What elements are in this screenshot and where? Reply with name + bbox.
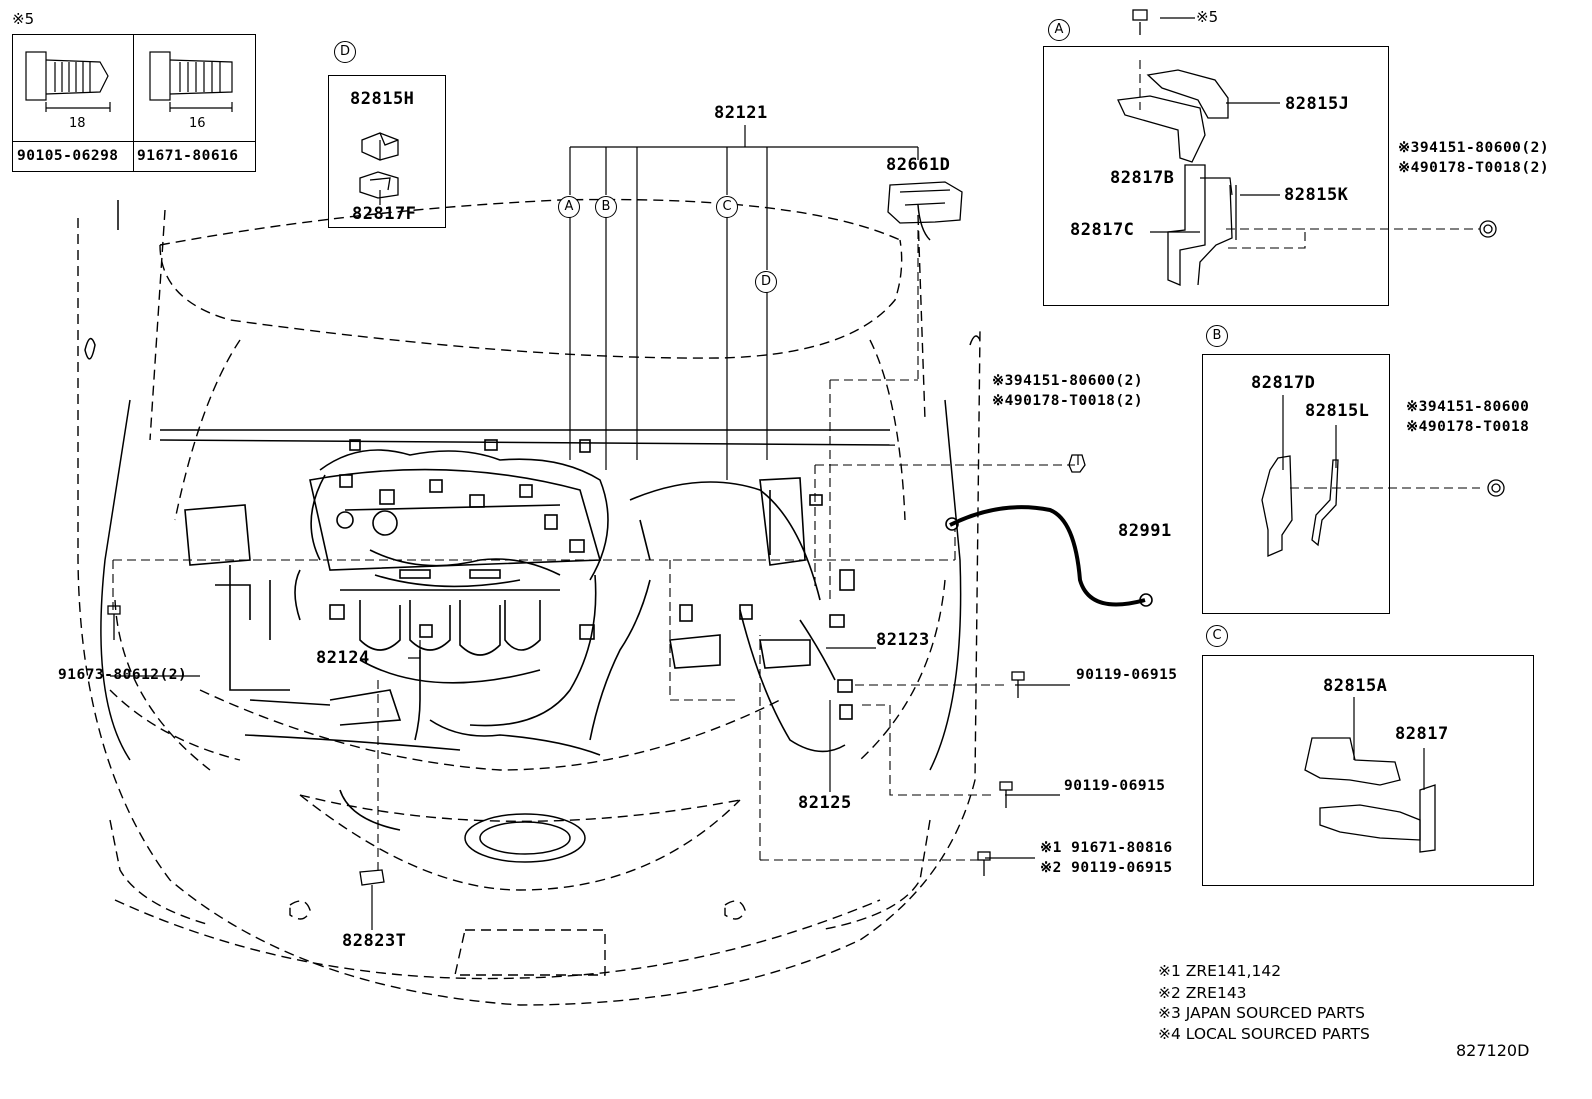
fastener-mark: ※5 (12, 10, 35, 28)
label-82823T: 82823T (342, 931, 407, 951)
engine-bay-detail (184, 439, 1153, 831)
label-82125: 82125 (798, 793, 852, 813)
label-left-bolt: 91673-80612(2) (58, 667, 188, 683)
callout-d: D (755, 271, 777, 293)
detail-a-note-2: ※490178-T0018(2) (1398, 160, 1550, 176)
label-82815A: 82815A (1323, 676, 1388, 696)
label-82121: 82121 (714, 103, 768, 123)
detail-a-box (1043, 46, 1389, 306)
label-82815K: 82815K (1284, 185, 1349, 205)
bottom-bolt-note-2: ※2 90119-06915 (1040, 860, 1173, 876)
label-82661D: 82661D (886, 155, 951, 175)
label-82817F: 82817F (352, 204, 417, 224)
bolt-sketches (107, 454, 1086, 886)
bottom-bolt-note-1: ※1 91671-80816 (1040, 840, 1173, 856)
dim-label-1: 18 (69, 116, 86, 131)
label-82817D: 82817D (1251, 373, 1316, 393)
label-bolt-2: 90119-06915 (1064, 778, 1166, 794)
footnote-2: ※2 ZRE143 (1158, 984, 1247, 1002)
callout-c-detail: C (1206, 625, 1228, 647)
label-82991: 82991 (1118, 521, 1172, 541)
callout-b-detail: B (1206, 325, 1228, 347)
footnote-3: ※3 JAPAN SOURCED PARTS (1158, 1004, 1365, 1022)
table-row-divider (13, 141, 255, 142)
label-82817C: 82817C (1070, 220, 1135, 240)
diagram-id: 827120D (1456, 1041, 1530, 1060)
label-82123: 82123 (876, 630, 930, 650)
harness-leaders (569, 125, 919, 480)
detail-b-note-1: ※394151-80600 (1406, 399, 1530, 415)
label-82815L: 82815L (1305, 401, 1370, 421)
label-82817B: 82817B (1110, 168, 1175, 188)
footnote-1: ※1 ZRE141,142 (1158, 962, 1282, 980)
callout-a: A (558, 196, 580, 218)
detail-c-box (1202, 655, 1534, 886)
table-divider (133, 35, 134, 171)
detail-a-mark: ※5 (1196, 8, 1219, 26)
bracket-sketch-a (1117, 9, 1497, 286)
car-body-outline (77, 198, 981, 1006)
fastener-part-1: 90105-06298 (17, 148, 119, 164)
label-82817: 82817 (1395, 724, 1449, 744)
mid-note-1: ※394151-80600(2) (992, 373, 1144, 389)
dim-label-2: 16 (189, 116, 206, 131)
car-body-solid (84, 200, 981, 863)
mid-note-2: ※490178-T0018(2) (992, 393, 1144, 409)
detail-d-box (328, 75, 446, 228)
dashed-leaders (112, 60, 1480, 870)
detail-a-note-1: ※394151-80600(2) (1398, 140, 1550, 156)
bracket-sketch-b (1261, 455, 1505, 557)
bracket-sketch-c (1304, 737, 1436, 853)
callout-b: B (595, 196, 617, 218)
callout-c: C (716, 196, 738, 218)
detail-b-box (1202, 354, 1390, 614)
detail-b-note-2: ※490178-T0018 (1406, 419, 1530, 435)
fastener-part-2: 91671-80616 (137, 148, 239, 164)
label-bolt-1: 90119-06915 (1076, 667, 1178, 683)
fastener-table: 18 16 90105-06298 91671-80616 (12, 34, 256, 172)
callout-a-detail: A (1048, 19, 1070, 41)
label-82815J: 82815J (1285, 94, 1350, 114)
clip-sketches-d (359, 132, 399, 199)
footnote-4: ※4 LOCAL SOURCED PARTS (1158, 1025, 1370, 1043)
label-82124: 82124 (316, 648, 370, 668)
fastener-drawings (25, 51, 233, 112)
label-82815H: 82815H (350, 89, 415, 109)
callout-d-detail: D (334, 41, 356, 63)
